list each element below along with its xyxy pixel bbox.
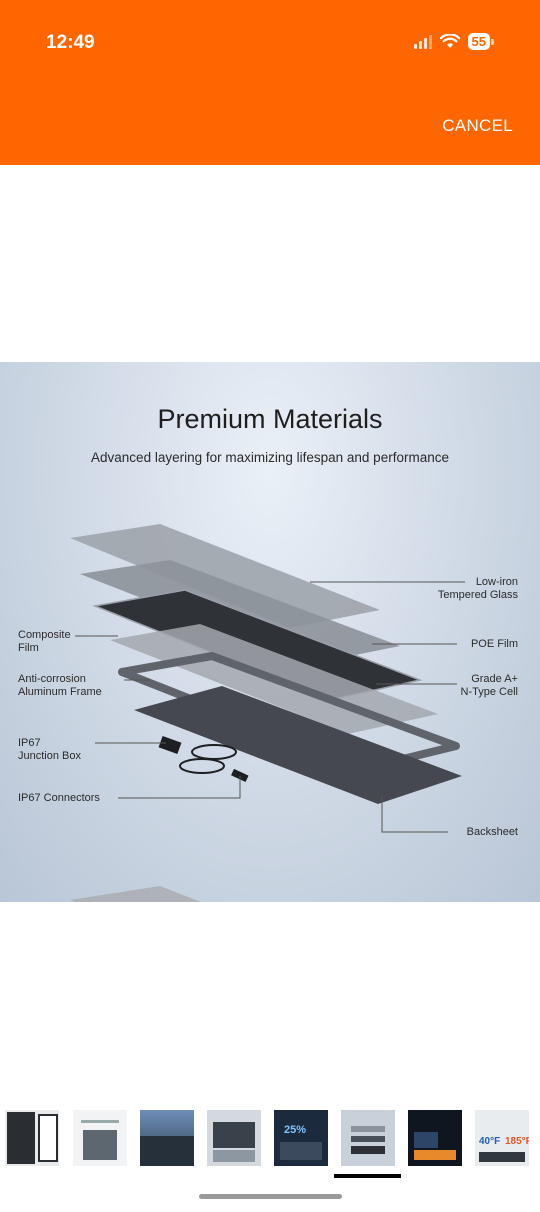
wifi-icon [439,34,460,48]
image-subtitle: Advanced layering for maximizing lifespa… [91,450,449,465]
junction-box-icon [158,735,182,755]
cell-layer [95,590,420,700]
app-header: 12:49 55 CANCEL [0,0,540,165]
cellular-signal-icon [413,34,432,49]
thumbnail-3[interactable] [140,1110,194,1166]
callout-poe-film: POE Film [470,638,518,650]
thumbnail-selected-indicator [334,1174,401,1178]
thumbnail-strip: 25% 40°F 185°F [0,1110,540,1166]
callout-backsheet: Backsheet [466,826,518,838]
thumbnail-5[interactable]: 25% [274,1110,328,1166]
home-indicator[interactable] [199,1194,342,1199]
image-title: Premium Materials [157,404,383,434]
battery-level: 55 [467,33,490,50]
cancel-button[interactable]: CANCEL [442,116,513,135]
status-icons: 55 [413,33,494,50]
glass-layer [70,886,201,902]
thumbnail-1[interactable] [5,1110,59,1166]
thumbnail-8[interactable]: 40°F 185°F [475,1110,529,1166]
thumbnail-4[interactable] [207,1110,261,1166]
battery-icon: 55 [467,33,494,50]
callout-connectors: IP67 Connectors [18,792,100,804]
backsheet-layer [134,686,462,804]
thumbnail-6[interactable] [341,1110,395,1166]
thumbnail-2[interactable] [73,1110,127,1166]
solar-panel-exploded-diagram [70,524,465,902]
connector-icon [231,768,249,783]
thumbnail-7[interactable] [408,1110,462,1166]
product-image[interactable]: Premium Materials Advanced layering for … [0,362,540,902]
callout-n-type-cell: Grade A+N-Type Cell [460,673,518,698]
status-time: 12:49 [46,32,95,53]
